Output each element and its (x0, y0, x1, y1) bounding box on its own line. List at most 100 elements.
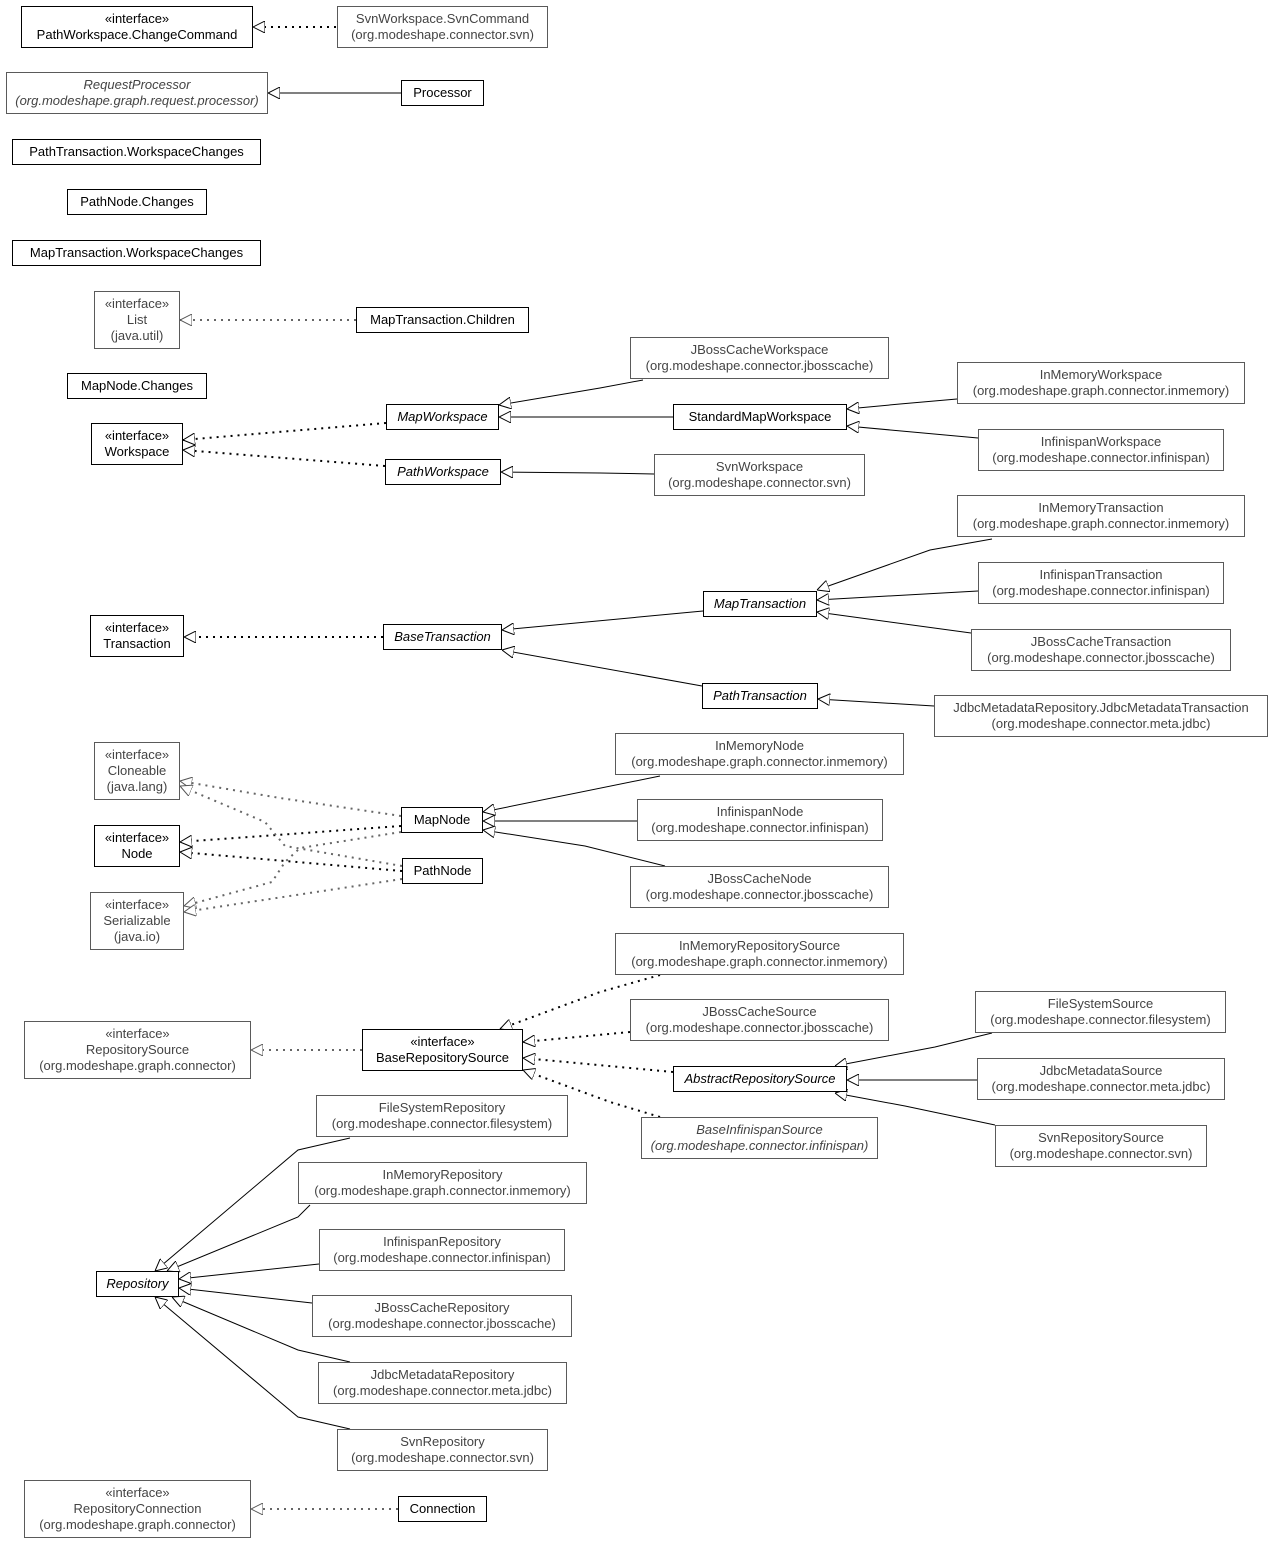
node-label: RepositoryConnection (73, 1501, 202, 1516)
node-label: RequestProcessor (83, 77, 191, 92)
in-memory-repository-source-node[interactable]: InMemoryRepositorySource (org.modeshape.… (615, 933, 904, 975)
in-memory-node-node[interactable]: InMemoryNode (org.modeshape.graph.connec… (615, 733, 904, 775)
jdbc-metadata-repository-node[interactable]: JdbcMetadataRepository (org.modeshape.co… (318, 1362, 567, 1404)
path-transaction-node[interactable]: PathTransaction (702, 683, 818, 709)
node-label: SvnWorkspace.SvnCommand (355, 11, 530, 26)
path-workspace-node[interactable]: PathWorkspace (385, 459, 501, 485)
base-transaction-node[interactable]: BaseTransaction (383, 624, 502, 650)
implements-edge (184, 831, 402, 906)
node-label: «interface» (104, 897, 170, 912)
extends-edge (172, 1297, 351, 1363)
node-label: «interface» (104, 428, 170, 443)
path-workspace-change-command-node[interactable]: «interface» PathWorkspace.ChangeCommand (21, 6, 253, 48)
node-label: BaseInfinispanSource (696, 1122, 823, 1137)
path-node-changes-node[interactable]: PathNode.Changes (67, 189, 207, 215)
repository-node[interactable]: Repository (96, 1271, 179, 1297)
implements-edge (180, 825, 402, 842)
svn-workspace-node[interactable]: SvnWorkspace (org.modeshape.connector.sv… (654, 454, 865, 496)
node-label: JdbcMetadataRepository (370, 1367, 515, 1382)
jboss-cache-workspace-node[interactable]: JBossCacheWorkspace (org.modeshape.conne… (630, 337, 889, 379)
node-label: «interface» (104, 830, 170, 845)
infinispan-repository-node[interactable]: InfinispanRepository (org.modeshape.conn… (319, 1229, 565, 1271)
jboss-cache-transaction-node[interactable]: JBossCacheTransaction (org.modeshape.con… (971, 629, 1231, 671)
implements-edge (183, 450, 386, 467)
map-workspace-node[interactable]: MapWorkspace (386, 404, 499, 430)
standard-map-workspace-node[interactable]: StandardMapWorkspace (673, 404, 847, 430)
node-label: InfinispanWorkspace (1040, 434, 1162, 449)
in-memory-repository-node[interactable]: InMemoryRepository (org.modeshape.graph.… (298, 1162, 587, 1204)
path-node-node[interactable]: PathNode (402, 858, 483, 884)
list-node[interactable]: «interface» List (java.util) (94, 291, 180, 349)
node-label: (org.modeshape.connector.jbosscache) (987, 650, 1215, 665)
node-label: (java.lang) (106, 779, 168, 794)
svn-workspace-svn-command-node[interactable]: SvnWorkspace.SvnCommand (org.modeshape.c… (337, 6, 548, 48)
extends-edge (179, 1288, 313, 1304)
node-label: InMemoryRepository (382, 1167, 503, 1182)
svn-repository-source-node[interactable]: SvnRepositorySource (org.modeshape.conne… (995, 1125, 1207, 1167)
jdbc-metadata-transaction-node[interactable]: JdbcMetadataRepository.JdbcMetadataTrans… (934, 695, 1268, 737)
node-interface-node[interactable]: «interface» Node (94, 825, 180, 867)
extends-edge (817, 590, 979, 600)
node-label: SvnRepository (400, 1434, 485, 1449)
node-label: (org.modeshape.connector.filesystem) (990, 1012, 1211, 1027)
base-infinispan-source-node[interactable]: BaseInfinispanSource (org.modeshape.conn… (641, 1117, 878, 1159)
node-label: PathNode.Changes (80, 194, 194, 209)
node-label: Connection (409, 1501, 476, 1516)
in-memory-transaction-node[interactable]: InMemoryTransaction (org.modeshape.graph… (957, 495, 1245, 537)
repository-source-node[interactable]: «interface» RepositorySource (org.modesh… (24, 1021, 251, 1079)
node-label: StandardMapWorkspace (688, 409, 832, 424)
node-label: «interface» (104, 11, 170, 26)
node-label: Cloneable (107, 763, 167, 778)
base-repository-source-node[interactable]: «interface» BaseRepositorySource (362, 1029, 523, 1071)
node-label: InfinispanRepository (383, 1234, 501, 1249)
implements-edge (180, 852, 403, 872)
file-system-source-node[interactable]: FileSystemSource (org.modeshape.connecto… (975, 991, 1226, 1033)
map-transaction-node[interactable]: MapTransaction (703, 591, 817, 617)
in-memory-workspace-node[interactable]: InMemoryWorkspace (org.modeshape.graph.c… (957, 362, 1245, 404)
svn-repository-node[interactable]: SvnRepository (org.modeshape.connector.s… (337, 1429, 548, 1471)
serializable-node[interactable]: «interface» Serializable (java.io) (90, 892, 184, 950)
node-label: InMemoryTransaction (1038, 500, 1164, 515)
node-label: (org.modeshape.connector.svn) (1009, 1146, 1193, 1161)
infinispan-node-node[interactable]: InfinispanNode (org.modeshape.connector.… (637, 799, 883, 841)
jboss-cache-repository-node[interactable]: JBossCacheRepository (org.modeshape.conn… (312, 1295, 572, 1337)
node-label: JBossCacheSource (702, 1004, 817, 1019)
node-label: (org.modeshape.connector.jbosscache) (645, 1020, 874, 1035)
node-label: PathTransaction (713, 688, 807, 703)
node-label: PathWorkspace.ChangeCommand (36, 27, 238, 42)
node-label: «interface» (105, 1485, 170, 1500)
implements-edge (180, 786, 403, 867)
map-transaction-children-node[interactable]: MapTransaction.Children (356, 307, 529, 333)
map-transaction-workspace-changes-node[interactable]: MapTransaction.WorkspaceChanges (12, 240, 261, 266)
infinispan-transaction-node[interactable]: InfinispanTransaction (org.modeshape.con… (978, 562, 1224, 604)
abstract-repository-source-node[interactable]: AbstractRepositorySource (673, 1066, 847, 1092)
workspace-node[interactable]: «interface» Workspace (91, 423, 183, 465)
node-label: (org.modeshape.graph.connector.inmemory) (972, 383, 1230, 398)
node-label: (org.modeshape.connector.svn) (668, 475, 851, 490)
node-label: (java.io) (113, 929, 161, 944)
node-label: Serializable (103, 913, 171, 928)
path-transaction-workspace-changes-node[interactable]: PathTransaction.WorkspaceChanges (12, 139, 261, 165)
node-label: SvnWorkspace (715, 459, 804, 474)
node-label: (org.modeshape.connector.svn) (351, 1450, 534, 1465)
node-label: JBossCacheWorkspace (690, 342, 829, 357)
repository-connection-node[interactable]: «interface» RepositoryConnection (org.mo… (24, 1480, 251, 1538)
jboss-cache-node-node[interactable]: JBossCacheNode (org.modeshape.connector.… (630, 866, 889, 908)
map-node-node[interactable]: MapNode (401, 807, 483, 833)
node-label: FileSystemSource (1047, 996, 1154, 1011)
node-label: (org.modeshape.connector.filesystem) (331, 1116, 553, 1131)
infinispan-workspace-node[interactable]: InfinispanWorkspace (org.modeshape.conne… (978, 429, 1224, 471)
connection-node[interactable]: Connection (398, 1496, 487, 1522)
processor-node[interactable]: Processor (401, 80, 484, 106)
request-processor-node[interactable]: RequestProcessor (org.modeshape.graph.re… (6, 72, 268, 114)
node-label: (org.modeshape.graph.connector) (39, 1517, 236, 1532)
jboss-cache-source-node[interactable]: JBossCacheSource (org.modeshape.connecto… (630, 999, 889, 1041)
node-label: InfinispanTransaction (1039, 567, 1163, 582)
transaction-node[interactable]: «interface» Transaction (90, 615, 184, 657)
map-node-changes-node[interactable]: MapNode.Changes (67, 373, 207, 399)
cloneable-node[interactable]: «interface» Cloneable (java.lang) (94, 742, 180, 800)
extends-edge (502, 650, 703, 687)
implements-edge (500, 974, 661, 1029)
file-system-repository-node[interactable]: FileSystemRepository (org.modeshape.conn… (316, 1095, 568, 1137)
jdbc-metadata-source-node[interactable]: JdbcMetadataSource (org.modeshape.connec… (977, 1058, 1225, 1100)
